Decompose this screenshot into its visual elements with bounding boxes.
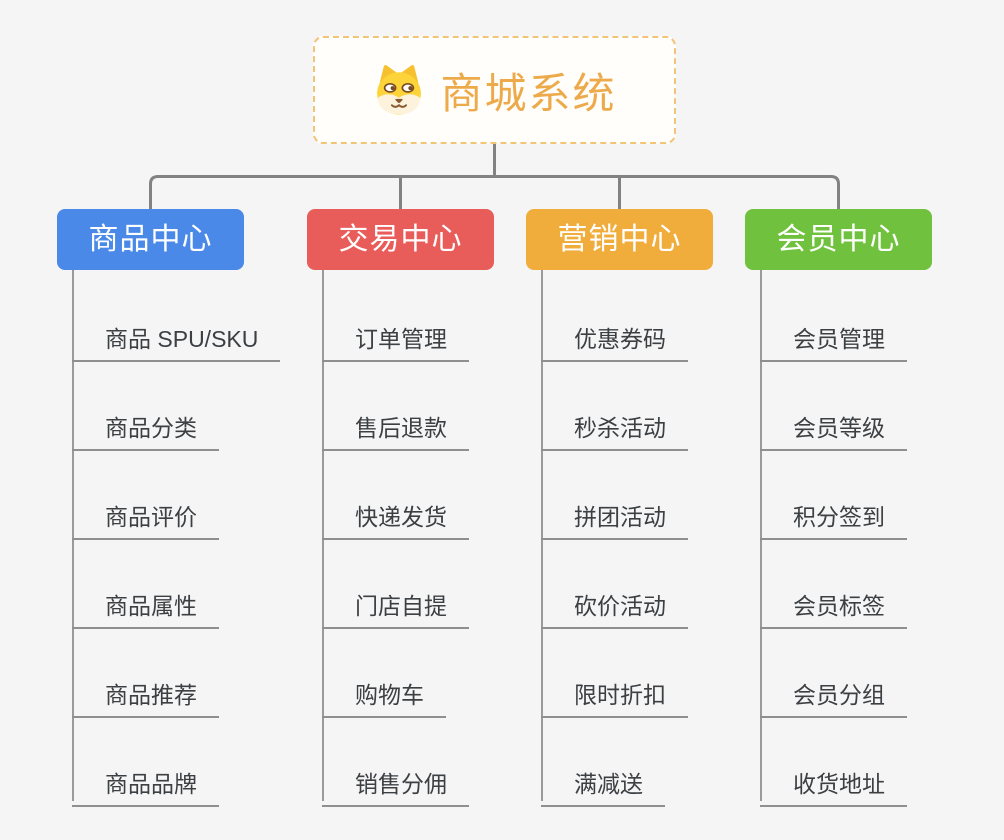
leaf-node[interactable]: 购物车 xyxy=(322,676,446,718)
shiba-dog-icon xyxy=(377,65,422,115)
leaf-node[interactable]: 商品属性 xyxy=(72,587,219,629)
branch-vertical-line xyxy=(322,270,324,801)
branch-vertical-line xyxy=(72,270,74,801)
leaf-node[interactable]: 优惠券码 xyxy=(541,320,688,362)
leaf-node[interactable]: 售后退款 xyxy=(322,409,469,451)
leaf-node[interactable]: 砍价活动 xyxy=(541,587,688,629)
leaf-node[interactable]: 限时折扣 xyxy=(541,676,688,718)
root-title: 商城系统 xyxy=(440,69,617,117)
leaf-node[interactable]: 商品分类 xyxy=(72,409,219,451)
leaf-node[interactable]: 秒杀活动 xyxy=(541,409,688,451)
branch-node-marketing[interactable]: 营销中心 xyxy=(526,209,713,270)
leaf-node[interactable]: 商品推荐 xyxy=(72,676,219,718)
branch-column-member: 会员管理 会员等级 积分签到 会员标签 会员分组 收货地址 xyxy=(760,0,907,840)
leaf-node[interactable]: 商品 SPU/SKU xyxy=(72,320,281,362)
leaf-node[interactable]: 商品品牌 xyxy=(72,765,219,807)
leaf-node[interactable]: 收货地址 xyxy=(760,765,907,807)
branch-vertical-line xyxy=(541,270,543,801)
leaf-node[interactable]: 快递发货 xyxy=(322,498,469,540)
root-node[interactable]: 商城系统 xyxy=(313,36,676,144)
branch-node-trade[interactable]: 交易中心 xyxy=(307,209,494,270)
branch-node-product[interactable]: 商品中心 xyxy=(57,209,244,270)
leaf-node[interactable]: 会员分组 xyxy=(760,676,907,718)
leaf-node[interactable]: 拼团活动 xyxy=(541,498,688,540)
leaf-node[interactable]: 积分签到 xyxy=(760,498,907,540)
leaf-node[interactable]: 销售分佣 xyxy=(322,765,469,807)
leaf-node[interactable]: 门店自提 xyxy=(322,587,469,629)
leaf-node[interactable]: 满减送 xyxy=(541,765,665,807)
leaf-node[interactable]: 会员管理 xyxy=(760,320,907,362)
branch-column-product: 商品 SPU/SKU 商品分类 商品评价 商品属性 商品推荐 商品品牌 xyxy=(72,0,281,840)
branch-column-marketing: 优惠券码 秒杀活动 拼团活动 砍价活动 限时折扣 满减送 xyxy=(541,0,688,840)
branch-column-trade: 订单管理 售后退款 快递发货 门店自提 购物车 销售分佣 xyxy=(322,0,469,840)
leaf-node[interactable]: 会员标签 xyxy=(760,587,907,629)
leaf-node[interactable]: 商品评价 xyxy=(72,498,219,540)
leaf-node[interactable]: 会员等级 xyxy=(760,409,907,451)
leaf-node[interactable]: 订单管理 xyxy=(322,320,469,362)
branch-node-member[interactable]: 会员中心 xyxy=(745,209,932,270)
branch-vertical-line xyxy=(760,270,762,801)
